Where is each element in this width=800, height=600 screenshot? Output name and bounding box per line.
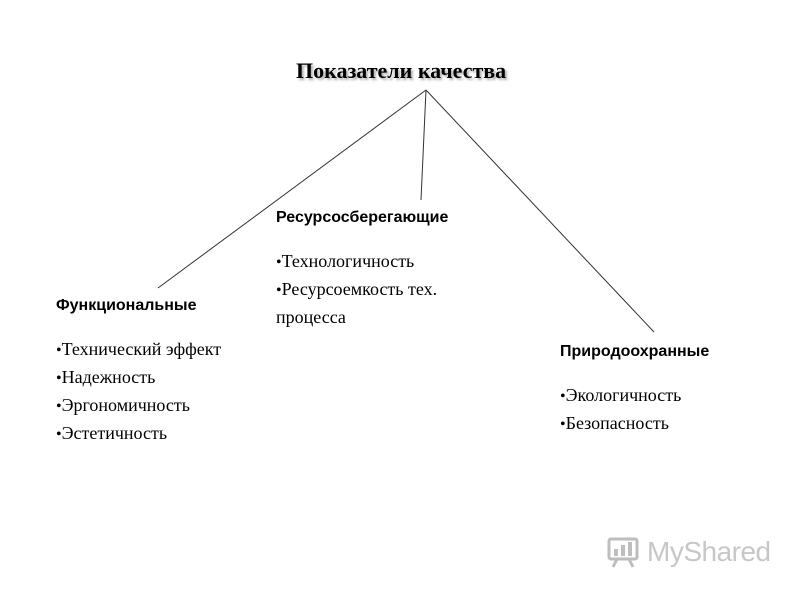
- bullet: •: [276, 254, 282, 271]
- bullet: •: [56, 398, 62, 415]
- list-item-text: Ресурсоемкость тех. процесса: [276, 279, 438, 327]
- list-item-text: Технологичность: [281, 251, 415, 271]
- connector-line-functional: [157, 89, 427, 289]
- bullet: •: [56, 370, 62, 387]
- presentation-board-icon: [607, 537, 639, 568]
- list-item: •Безопасность: [560, 410, 709, 438]
- list-item: •Экологичность: [560, 382, 709, 410]
- node-list-environmental: •Экологичность •Безопасность: [560, 382, 709, 438]
- list-item: •Надежность: [56, 364, 221, 392]
- bullet: •: [560, 416, 566, 433]
- bullet: •: [56, 342, 62, 359]
- node-functional: Функциональные •Технический эффект •Наде…: [56, 296, 221, 448]
- node-heading-functional: Функциональные: [56, 297, 197, 314]
- node-heading-resource-saving: Ресурсосберегающие: [276, 209, 449, 226]
- watermark: MyShared: [607, 536, 771, 568]
- list-item-text: Безопасность: [565, 413, 669, 433]
- diagram-title: Показатели качества: [296, 58, 507, 83]
- connector-line-environment: [425, 89, 655, 333]
- list-item: •Ресурсоемкость тех. процесса: [276, 276, 491, 331]
- node-list-resource-saving: •Технологичность •Ресурсоемкость тех. пр…: [276, 248, 516, 331]
- list-item: •Эргономичность: [56, 392, 221, 420]
- list-item-text: Эргономичность: [61, 395, 190, 415]
- node-resource-saving: Ресурсосберегающие •Технологичность •Рес…: [276, 208, 516, 331]
- node-heading-environmental: Природоохранные: [560, 343, 710, 360]
- bullet: •: [276, 282, 282, 299]
- bullet: •: [560, 388, 566, 405]
- list-item: •Эстетичность: [56, 420, 221, 448]
- node-environmental: Природоохранные •Экологичность •Безопасн…: [560, 342, 709, 438]
- list-item-text: Технический эффект: [61, 339, 222, 359]
- list-item-text: Экологичность: [565, 385, 682, 405]
- list-item: •Технологичность: [276, 248, 516, 276]
- list-item-text: Эстетичность: [61, 423, 168, 443]
- node-list-functional: •Технический эффект •Надежность •Эргоном…: [56, 336, 221, 448]
- list-item: •Технический эффект: [56, 336, 221, 364]
- watermark-text: MyShared: [647, 536, 771, 567]
- bullet: •: [56, 426, 62, 443]
- list-item-text: Надежность: [61, 367, 156, 387]
- connector-line-resource: [420, 89, 427, 201]
